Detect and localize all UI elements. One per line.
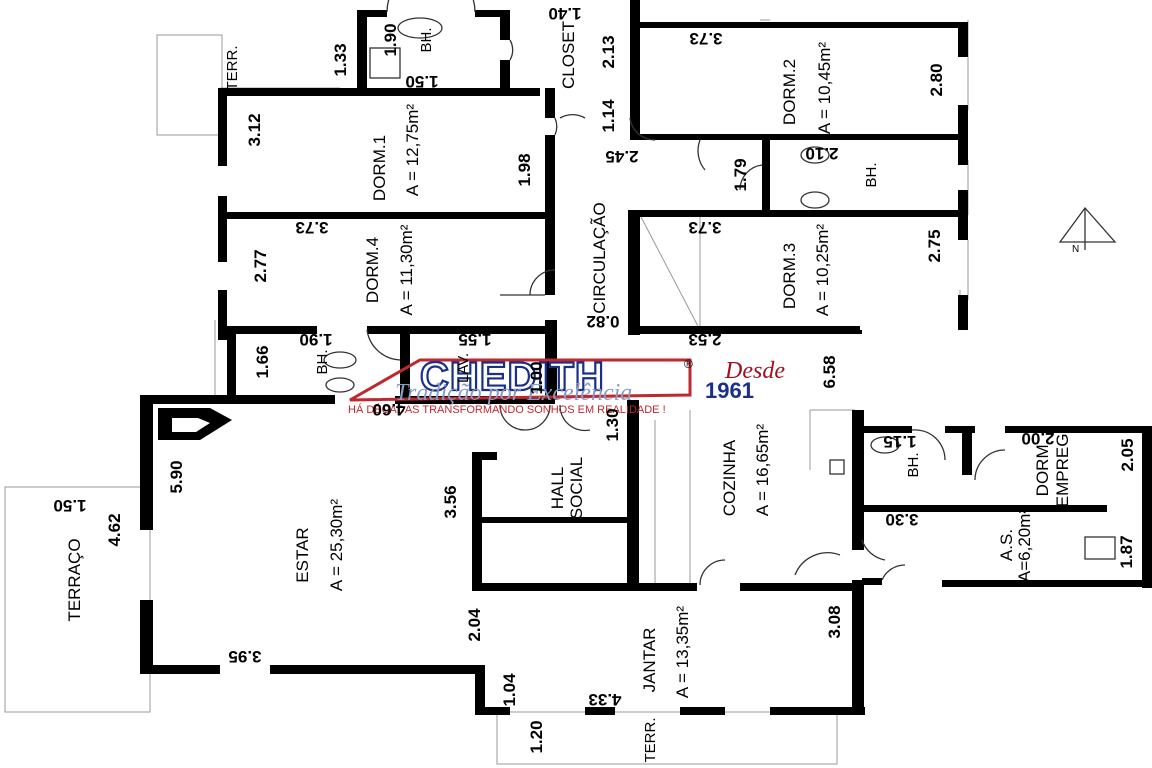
dim-1-14: 1.14 bbox=[599, 99, 618, 133]
dim-1-20: 1.20 bbox=[527, 720, 546, 753]
dim-4-60: 4.60 bbox=[372, 400, 405, 419]
room-dorm-empreg-name: DORM. bbox=[1033, 440, 1052, 497]
room-bh3-name: BH. bbox=[314, 349, 331, 374]
dim-1-50-top: 1.50 bbox=[405, 72, 438, 91]
room-estar-name: ESTAR bbox=[293, 527, 312, 582]
watermark-script: Tradição por Excelência bbox=[395, 380, 632, 406]
dim-3-73-d4: 3.73 bbox=[295, 218, 328, 237]
dim-1-30: 1.30 bbox=[603, 408, 622, 441]
watermark-logo: CHEDITH bbox=[420, 355, 605, 399]
dim-0-82: 0.82 bbox=[586, 312, 619, 331]
room-terraco-name: TERRAÇO bbox=[65, 538, 84, 621]
dim-3-56: 3.56 bbox=[441, 485, 460, 518]
dim-3-95: 3.95 bbox=[228, 647, 261, 666]
room-jantar-name: JANTAR bbox=[640, 628, 659, 693]
dim-3-30: 3.30 bbox=[885, 510, 918, 529]
dim-5-90: 5.90 bbox=[167, 460, 186, 493]
room-circulacao-name: CIRCULAÇÃO bbox=[590, 202, 609, 313]
dim-2-00: 2.00 bbox=[1021, 429, 1054, 448]
door-swings bbox=[366, 0, 1006, 586]
dim-1-15: 1.15 bbox=[883, 432, 916, 451]
dim-3-73-d2: 3.73 bbox=[689, 29, 722, 48]
dim-2-75: 2.75 bbox=[925, 229, 944, 262]
room-dorm1-name: DORM.1 bbox=[370, 135, 389, 201]
fireplace-icon bbox=[158, 408, 232, 440]
svg-text:N: N bbox=[1072, 244, 1079, 255]
room-estar-area: A = 25,30m² bbox=[327, 499, 346, 591]
room-jantar-area: A = 13,35m² bbox=[673, 606, 692, 698]
dim-1-90-bh: 1.90 bbox=[299, 330, 332, 349]
room-dorm2-area: A = 10,45m² bbox=[815, 42, 834, 134]
dim-2-05: 2.05 bbox=[1118, 438, 1137, 471]
room-as-area: A=6,20m² bbox=[1015, 508, 1034, 583]
dim-3-12: 3.12 bbox=[245, 113, 264, 146]
dim-1-98: 1.98 bbox=[515, 153, 534, 186]
dim-2-53: 2.53 bbox=[688, 330, 721, 349]
room-cozinha-area: A = 16,65m² bbox=[753, 424, 772, 516]
dim-4-62: 4.62 bbox=[105, 513, 124, 546]
room-hall-name: HALL bbox=[548, 467, 567, 510]
dim-4-33: 4.33 bbox=[588, 690, 621, 709]
watermark: CHEDITH ® Desde 1961 Tradição por Excelê… bbox=[348, 354, 785, 416]
walls bbox=[140, 0, 1152, 715]
room-dorm4-name: DORM.4 bbox=[363, 237, 382, 303]
dim-1-66: 1.66 bbox=[253, 345, 272, 378]
room-dorm-empreg-name2: EMPREG. bbox=[1053, 429, 1072, 507]
watermark-tagline: HÁ DÉCADAS TRANSFORMANDO SONHOS EM REALI… bbox=[348, 403, 666, 416]
room-dorm3-name: DORM.3 bbox=[780, 243, 799, 309]
dim-1-90-top: 1.90 bbox=[381, 23, 400, 56]
dim-1-04: 1.04 bbox=[500, 673, 519, 707]
room-terr-bottom-name: TERR. bbox=[642, 718, 659, 763]
dim-3-08: 3.08 bbox=[825, 605, 844, 638]
dim-2-10: 2.10 bbox=[805, 144, 838, 163]
room-terr-top-name: TERR. bbox=[224, 46, 241, 91]
room-labels: DORM.2 A = 10,45m² DORM.1 A = 12,75m² CL… bbox=[65, 21, 1072, 763]
watermark-registered: ® bbox=[684, 357, 693, 371]
north-arrow-icon: N bbox=[1058, 206, 1117, 255]
room-bh2-name: BH. bbox=[863, 162, 880, 187]
watermark-signature: Desde bbox=[724, 358, 785, 384]
room-bh4-name: BH. bbox=[905, 452, 922, 477]
dim-2-13: 2.13 bbox=[599, 35, 618, 68]
room-dorm4-area: A = 11,30m² bbox=[397, 224, 416, 315]
room-bh1-name: BH. bbox=[418, 27, 435, 52]
room-hall-name2: SOCIAL bbox=[567, 457, 586, 519]
dim-1-55: 1.55 bbox=[458, 330, 491, 349]
dim-1-50-terr: 1.50 bbox=[53, 496, 86, 515]
room-dorm2-name: DORM.2 bbox=[780, 59, 799, 125]
dim-2-80: 2.80 bbox=[927, 63, 946, 96]
dim-2-04: 2.04 bbox=[465, 608, 484, 642]
dim-1-40: 1.40 bbox=[548, 4, 581, 23]
dimension-labels: 1.90 1.33 2.13 1.14 2.80 3.12 1.98 1.79 … bbox=[53, 4, 1137, 754]
dim-1-33: 1.33 bbox=[331, 43, 350, 76]
room-dorm1-area: A = 12,75m² bbox=[403, 104, 422, 196]
dim-3-73-d3: 3.73 bbox=[688, 218, 721, 237]
dim-1-79: 1.79 bbox=[731, 158, 750, 191]
watermark-year: 1961 bbox=[705, 378, 754, 403]
room-closet-name: CLOSET bbox=[559, 21, 578, 89]
room-lav-name: LAV. bbox=[455, 353, 472, 383]
bathroom-fixtures bbox=[323, 17, 1116, 560]
room-as-name: A.S. bbox=[997, 529, 1016, 561]
dim-6-58: 6.58 bbox=[820, 355, 839, 388]
room-dorm3-area: A = 10,25m² bbox=[813, 224, 832, 316]
dim-1-87: 1.87 bbox=[1117, 535, 1136, 568]
room-cozinha-name: COZINHA bbox=[720, 439, 739, 516]
dim-1-00: 1.00 bbox=[527, 361, 546, 394]
dim-2-77: 2.77 bbox=[251, 249, 270, 282]
dim-2-45: 2.45 bbox=[605, 147, 638, 166]
